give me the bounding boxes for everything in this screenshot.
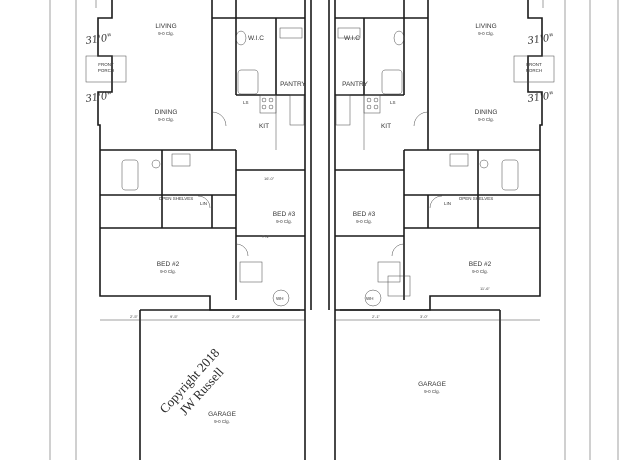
front-porch-right: FRONT PORCH (513, 55, 555, 83)
front-porch-left: FRONT PORCH (85, 55, 127, 83)
dimension-lines: 2'-5" 9'-5" 2'-9" 7'-1" 16'-0" 2'-1" 3'-… (100, 176, 540, 321)
rooms-left-unit: LIVING 9-0 Clg. DINING 9-0 Clg. W.I.C PA… (155, 23, 307, 424)
border-lines (49, 0, 619, 460)
dim-label: 7'-1" (262, 234, 271, 239)
water-heater-label: WH (366, 296, 374, 301)
ceiling-note: 9-0 Clg. (478, 31, 494, 36)
ceiling-note: 9-0 Clg. (158, 31, 174, 36)
room-label-living: LIVING (475, 23, 496, 30)
ceiling-note: 9-0 Clg. (478, 117, 494, 122)
water-heater-label: WH (276, 296, 284, 301)
door-swings (197, 111, 443, 257)
room-label-garage: GARAGE (418, 381, 446, 388)
ls-note: LS (243, 100, 249, 105)
room-label-kitchen: KIT (381, 123, 391, 130)
dim-label: 2'-9" (232, 314, 241, 319)
open-shelves-label: OPEN SHELVES (459, 196, 493, 201)
room-label-bed3: BED #3 (273, 211, 296, 218)
room-label-dining: DINING (475, 109, 498, 116)
handwritten-dimension: 31'0" (85, 90, 113, 105)
open-shelves-label: OPEN SHELVES (159, 196, 193, 201)
ceiling-note: 9-0 Clg. (356, 219, 372, 224)
room-label-pantry: PANTRY (342, 81, 368, 88)
room-label-bed2: BED #2 (157, 261, 180, 268)
room-label-wic: W.I.C (248, 35, 264, 42)
room-label-kitchen: KIT (259, 123, 269, 130)
room-label-dining: DINING (155, 109, 178, 116)
room-label-bed2: BED #2 (469, 261, 492, 268)
ls-note: LS (390, 100, 396, 105)
room-label-living: LIVING (155, 23, 176, 30)
linen-label: LIN (444, 201, 451, 206)
linen-label: LIN (200, 201, 207, 206)
water-heater-symbols (272, 289, 382, 307)
dim-label: 9'-5" (170, 314, 179, 319)
ceiling-note: 9-0 Clg. (472, 269, 488, 274)
room-label-garage: GARAGE (208, 411, 236, 418)
dim-label: 11'-6" (480, 286, 490, 291)
dim-label: 2'-1" (372, 314, 381, 319)
ceiling-note: 9-0 Clg. (276, 219, 292, 224)
room-label-bed3: BED #3 (353, 211, 376, 218)
room-label-pantry: PANTRY (280, 81, 306, 88)
handwritten-dimension: 31'0" (527, 90, 555, 105)
dim-label: 16'-0" (264, 176, 275, 181)
svg-text:PORCH: PORCH (98, 68, 114, 73)
dim-label: 2'-5" (130, 314, 139, 319)
handwritten-dimension: 31'0" (527, 32, 555, 47)
rooms-right-unit: LIVING 9-0 Clg. DINING 9-0 Clg. W.I.C PA… (342, 23, 497, 394)
ceiling-note: 9-0 Clg. (160, 269, 176, 274)
svg-text:PORCH: PORCH (526, 68, 542, 73)
ceiling-note: 9-0 Clg. (214, 419, 230, 424)
ceiling-note: 9-0 Clg. (158, 117, 174, 122)
room-label-wic: W.I.C (344, 35, 360, 42)
ceiling-note: 9-0 Clg. (424, 389, 440, 394)
kitchen-fixtures (259, 94, 381, 150)
bath-fixtures (121, 27, 519, 297)
handwritten-dimension: 31'0" (85, 32, 113, 47)
building-walls (97, 0, 543, 460)
svg-text:FRONT: FRONT (98, 62, 114, 67)
dim-label: 3'-0" (420, 314, 429, 319)
svg-text:FRONT: FRONT (526, 62, 542, 67)
